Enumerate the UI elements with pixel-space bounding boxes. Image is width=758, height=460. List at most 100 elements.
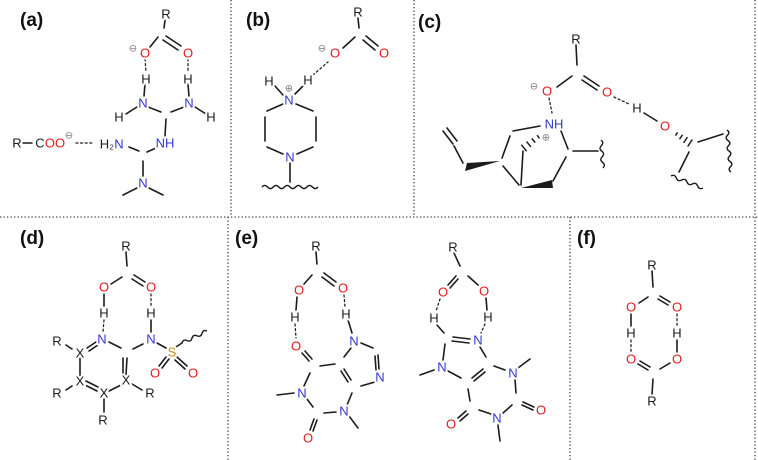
- bond: [467, 275, 479, 286]
- bond: [659, 362, 671, 370]
- atom-label-N: N: [492, 411, 501, 426]
- bond: [522, 401, 535, 408]
- bond: [194, 106, 207, 115]
- bond: [133, 274, 146, 283]
- bond: [657, 298, 669, 306]
- bond: [295, 103, 314, 112]
- hash-wedge-bond: [531, 137, 536, 144]
- bond: [493, 365, 506, 371]
- bond: [365, 35, 379, 47]
- bond: [274, 85, 284, 96]
- bond: [659, 295, 671, 303]
- bond: [340, 370, 349, 383]
- atom-label-O: O: [140, 46, 150, 61]
- bond: [122, 187, 138, 196]
- hydrogen-bond: [312, 61, 329, 76]
- atom-label-N: N: [437, 360, 446, 375]
- bond: [479, 346, 487, 358]
- atom-label-R: R: [448, 240, 457, 255]
- atom-label-O: O: [446, 417, 456, 432]
- hash-wedge-bond: [526, 141, 532, 148]
- bond: [342, 36, 356, 49]
- panel-label-c: (c): [418, 12, 442, 33]
- bond: [347, 319, 353, 334]
- atom-label-⊖: ⊖: [318, 44, 326, 55]
- atom-label-R: R: [647, 394, 656, 409]
- atom-label-O: O: [379, 46, 389, 61]
- atom-label-O: O: [183, 46, 193, 61]
- atom-label-O: O: [338, 281, 348, 296]
- atom-label-N: N: [473, 333, 482, 348]
- atom-label-H: H: [626, 326, 635, 341]
- atom-label-O: O: [542, 84, 552, 99]
- atom-label-H: H: [99, 306, 108, 321]
- bond: [309, 418, 315, 431]
- atom-label-O: O: [188, 366, 198, 381]
- bond: [148, 187, 164, 196]
- bond: [296, 146, 314, 155]
- atom-label-H: H: [429, 311, 438, 326]
- bond: [651, 378, 654, 396]
- hash-wedge-bond: [682, 136, 689, 144]
- wavy-bond: [670, 174, 704, 190]
- bond: [143, 83, 146, 97]
- bond: [357, 17, 360, 29]
- bond: [520, 150, 524, 186]
- bond: [321, 276, 335, 287]
- bond: [451, 340, 470, 344]
- bond: [131, 278, 144, 287]
- bond: [146, 147, 157, 153]
- bond: [485, 297, 488, 311]
- bond: [65, 385, 73, 391]
- bond: [651, 270, 654, 288]
- atom-label-O: O: [660, 119, 670, 134]
- atom-label-H: H: [146, 306, 155, 321]
- bond: [158, 356, 167, 367]
- atom-label-O: O: [626, 352, 636, 367]
- bond: [156, 342, 167, 349]
- atom-label-H: H: [183, 72, 192, 87]
- bond: [467, 388, 471, 402]
- bond: [84, 384, 98, 392]
- bond: [149, 36, 159, 48]
- atom-label-H: H: [483, 310, 492, 325]
- bond: [165, 35, 182, 47]
- hash-wedge-bond: [674, 131, 679, 137]
- bond: [436, 324, 445, 334]
- atom-label-N: N: [297, 386, 306, 401]
- atom-label-H: H: [632, 101, 641, 116]
- bond: [452, 336, 471, 340]
- bond: [497, 424, 501, 442]
- atom-label-N: N: [114, 137, 123, 152]
- atom-label-H: H: [114, 110, 123, 125]
- bond: [163, 19, 166, 29]
- bond: [266, 103, 284, 112]
- panel-label-f: (f): [577, 228, 596, 249]
- hash-wedge-bond: [678, 134, 684, 140]
- atom-label-X: X: [122, 373, 131, 388]
- bond: [303, 372, 311, 387]
- bond: [88, 344, 99, 352]
- bond: [266, 146, 284, 155]
- bond: [502, 404, 513, 414]
- atom-label-R: R: [571, 32, 580, 47]
- atom-label-H: H: [290, 310, 299, 325]
- atom-label-R: R: [52, 334, 61, 349]
- atom-label-N: N: [508, 366, 517, 381]
- atom-label-H: H: [303, 73, 312, 88]
- hash-wedge-bond: [520, 144, 528, 152]
- atom-label-H: H: [206, 110, 215, 125]
- bond: [85, 380, 99, 388]
- atom-label-O: O: [602, 85, 612, 100]
- bond: [478, 409, 492, 415]
- bond: [552, 156, 567, 182]
- atom-label-NH: NH: [156, 136, 175, 151]
- wavy-bond: [261, 184, 319, 190]
- bond: [377, 354, 380, 370]
- bond: [637, 363, 649, 371]
- panel-label-d: (d): [20, 228, 45, 249]
